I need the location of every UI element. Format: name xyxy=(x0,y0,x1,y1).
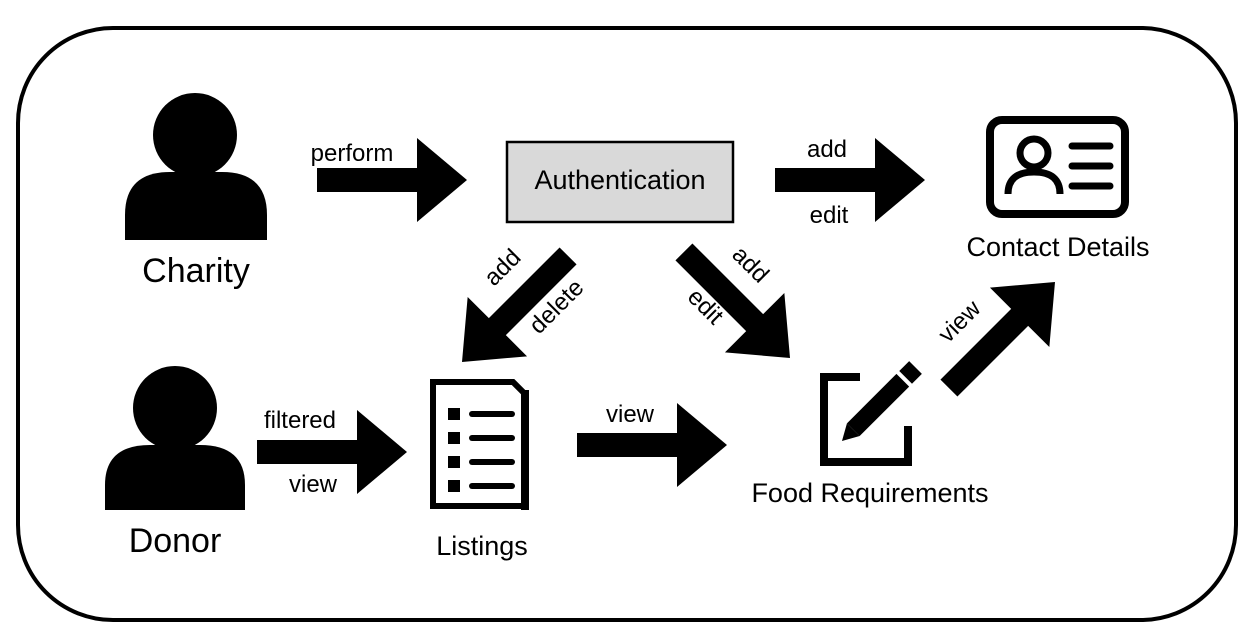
contact-details-label: Contact Details xyxy=(966,232,1149,262)
edge-label-filtered: filtered xyxy=(264,407,336,434)
authentication-node: Authentication xyxy=(505,140,735,224)
person-icon xyxy=(105,366,245,510)
edge-label-add: add xyxy=(727,241,774,288)
arrow-authentication-to-contact: add edit xyxy=(775,136,925,229)
charity-label: Charity xyxy=(142,252,250,290)
edge-label-view: view xyxy=(606,401,655,428)
listings-label: Listings xyxy=(436,531,528,561)
edit-pencil-icon xyxy=(820,361,922,466)
authentication-label: Authentication xyxy=(534,165,705,195)
edge-label-perform: perform xyxy=(311,140,394,167)
contact-card-icon xyxy=(986,116,1129,218)
person-icon xyxy=(125,93,267,240)
contact-details-node: Contact Details xyxy=(966,116,1150,262)
food-requirements-node: Food Requirements xyxy=(751,361,989,508)
edge-label-view: view xyxy=(289,471,338,498)
food-requirements-label: Food Requirements xyxy=(751,478,988,508)
edge-label-add: add xyxy=(807,136,847,163)
edge-label-add: add xyxy=(479,244,526,291)
arrow-authentication-to-food: add edit xyxy=(654,222,820,388)
listings-node: Listings xyxy=(430,379,529,561)
arrow-food-to-contact: view xyxy=(919,252,1085,418)
diagram-frame xyxy=(16,26,1238,622)
arrow-listings-to-food: view xyxy=(577,401,727,487)
edge-label-edit: edit xyxy=(810,202,849,229)
arrow-donor-to-listings: filtered view xyxy=(257,407,407,498)
donor-actor: Donor xyxy=(105,366,245,560)
edge-label-view: view xyxy=(933,295,987,349)
checklist-document-icon xyxy=(430,379,529,510)
charity-actor: Charity xyxy=(125,93,267,290)
arrow-authentication-to-listings: add delete xyxy=(432,226,598,392)
authentication-box xyxy=(505,140,735,224)
donor-label: Donor xyxy=(129,522,222,560)
arrow-charity-to-authentication: perform xyxy=(311,138,467,222)
